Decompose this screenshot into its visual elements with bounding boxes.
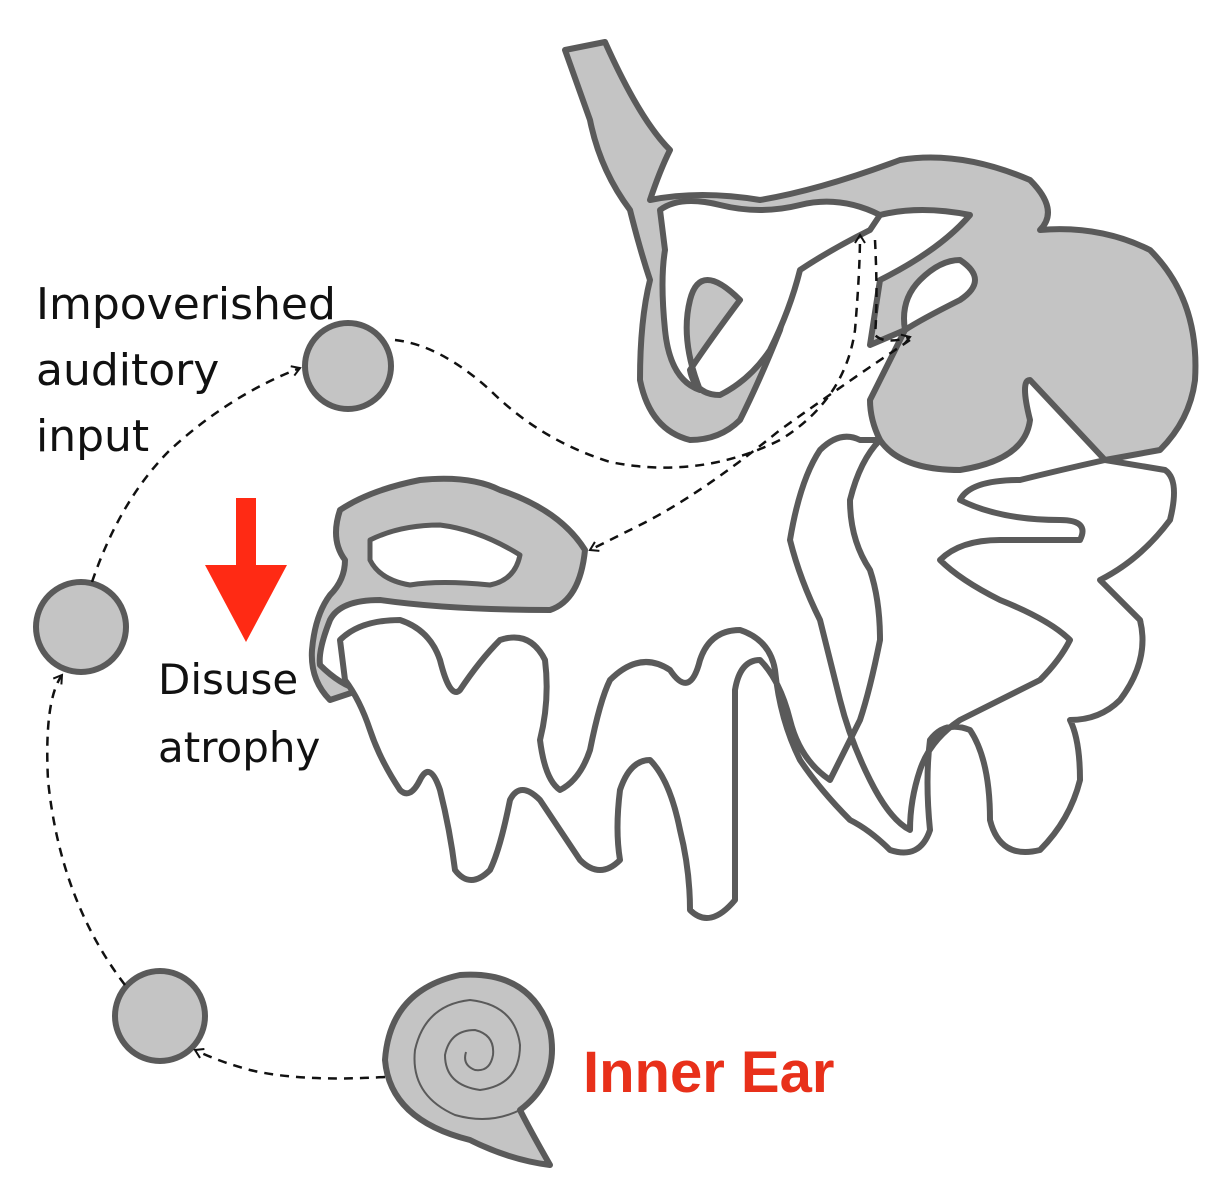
upper-gyrus-band: [562, 39, 1199, 473]
down-arrow-icon: [205, 498, 287, 642]
path-ear-to-bottom-nucleus: [193, 1047, 386, 1080]
input-label-line-1: Impoverished: [36, 279, 336, 330]
upper-fold-inner: [657, 198, 883, 398]
input-label-line-3: input: [36, 411, 150, 462]
lower-white-folds: [337, 433, 1177, 921]
left-gyrus-inner: [367, 522, 523, 588]
relay-nucleus-middle: [33, 579, 129, 675]
auditory-pathway-lines: [46, 233, 912, 1080]
atrophy-label-line-2: atrophy: [158, 723, 321, 772]
cochlea-icon: [382, 971, 555, 1168]
disuse-atrophy-label: Disuse atrophy: [158, 646, 320, 782]
relay-nucleus-bottom: [112, 968, 208, 1064]
input-label-line-2: auditory: [36, 345, 220, 396]
impoverished-input-label: Impoverished auditory input: [36, 272, 336, 470]
path-middle-to-top-nucleus: [90, 365, 302, 583]
path-cortex-to-cortex: [873, 239, 912, 345]
path-top-nucleus-to-cortex: [394, 233, 866, 469]
inner-ear-label: Inner Ear: [583, 1040, 835, 1105]
path-cortex-to-left-gyrus: [588, 338, 911, 552]
atrophy-label-line-1: Disuse: [158, 655, 299, 704]
path-bottom-to-middle-nucleus: [46, 673, 126, 986]
relay-nucleus-top: [302, 320, 394, 412]
brain-cortex: [308, 39, 1199, 921]
